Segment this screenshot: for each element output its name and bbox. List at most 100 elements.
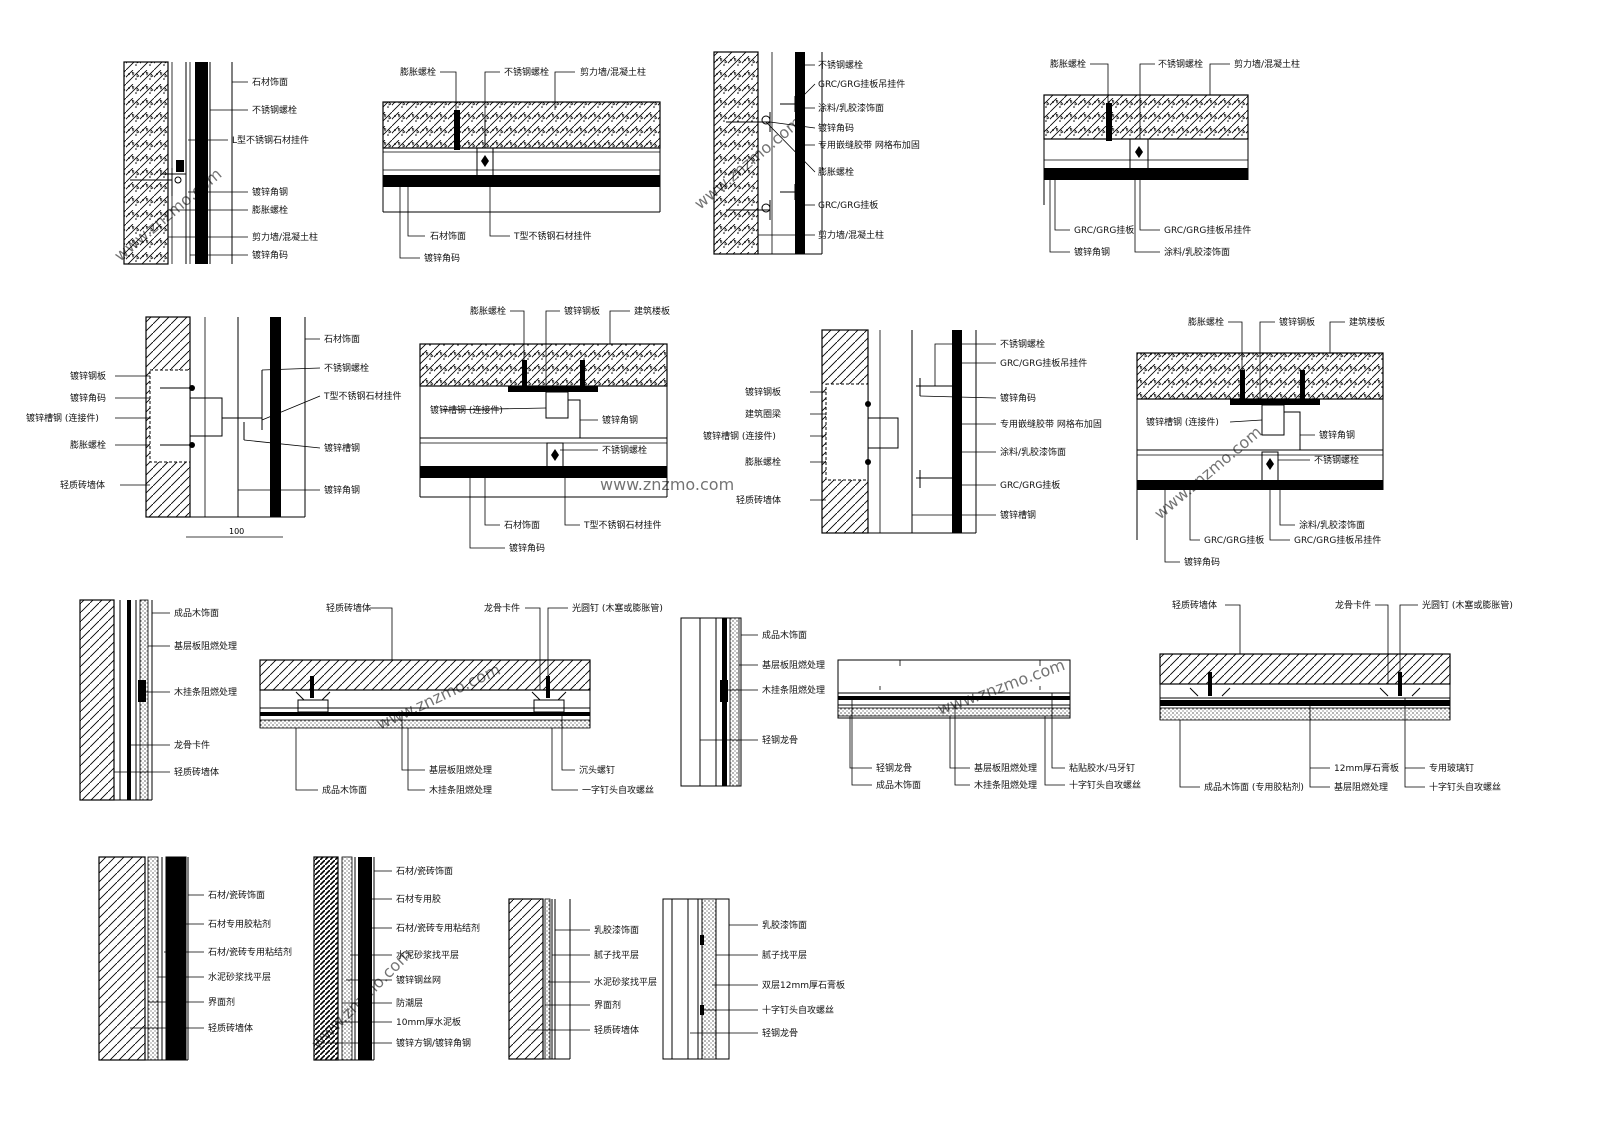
label: 龙骨卡件 [1335,599,1371,611]
label: 镀锌角钢 [252,186,288,198]
label: 轻质砖墙体 [60,479,105,491]
label: 膨胀螺栓 [818,166,854,178]
label: 石材饰面 [430,230,466,242]
label: GRC/GRG挂板吊挂件 [1294,534,1381,546]
label: 镀锌槽钢 (连接件) [26,412,99,424]
label: 不锈钢螺栓 [1000,338,1045,350]
label: 镀锌槽钢 (连接件) [703,430,776,442]
label: 乳胶漆饰面 [594,924,639,936]
leaders-d1 [168,81,248,256]
detail-stone-ceiling-horizontal-1 [382,101,661,213]
labels-d13: 轻质砖墙体 龙骨卡件 光圆钉 (木塞或膨胀管) 成品木饰面 (专用胶粘剂) 12… [1172,599,1513,793]
detail-grc-wall-vertical-2 [821,329,977,534]
detail-stone-wall-vertical-1 [123,61,233,265]
label: 镀锌角码 [818,122,854,134]
label: GRC/GRG挂板吊挂件 [1164,224,1251,236]
labels-d16: 乳胶漆饰面 腻子找平层 水泥砂浆找平层 界面剂 轻质砖墙体 [594,924,657,1036]
label: 专用嵌缝胶带 网格布加固 [818,139,920,151]
leaders-d8 [1164,321,1345,563]
labels-d1: 石材饰面 不锈钢螺栓 L型不锈钢石材挂件 镀锌角钢 膨胀螺栓 剪力墙/混凝土柱 … [232,76,318,261]
label: 10mm厚水泥板 [396,1016,461,1028]
leaders-d3 [758,64,816,236]
label: 不锈钢螺栓 [602,444,647,456]
label: 不锈钢螺栓 [818,59,863,71]
detail-wood-gypsum-ceiling [1159,653,1451,721]
label: 乳胶漆饰面 [762,919,807,931]
leaders-d10 [295,607,578,791]
label: 剪力墙/混凝土柱 [818,229,884,241]
label: 镀锌角码 [509,542,545,554]
label: 不锈钢螺栓 [1158,58,1203,70]
label: 轻钢龙骨 [876,762,912,774]
detail-grc-wall-vertical [713,51,823,255]
label: 基层阻燃处理 [1334,781,1388,793]
leaders-d15 [326,870,392,1044]
label: 镀锌角钢 [324,484,360,496]
label: 轻质砖墙体 [326,602,371,614]
label: 膨胀螺栓 [470,305,506,317]
watermark: www.znzmo.com [600,475,734,494]
leaders-d11 [700,634,758,741]
label: 镀锌槽钢 (连接件) [430,404,503,416]
labels-d15: 石材/瓷砖饰面 石材专用胶 石材/瓷砖专用粘结剂 水泥砂浆找平层 镀锌钢丝网 防… [396,865,480,1049]
labels-d2: 膨胀螺栓 不锈钢螺栓 剪力墙/混凝土柱 石材饰面 镀锌角码 T型不锈钢石材挂件 [400,66,646,264]
label: 专用玻璃钉 [1429,762,1474,774]
label: 12mm厚石膏板 [1334,762,1399,774]
labels-d8: 膨胀螺栓 镀锌钢板 建筑楼板 镀锌槽钢 (连接件) 镀锌角钢 不锈钢螺栓 涂料/… [1146,316,1385,568]
label: 轻质砖墙体 [736,494,781,506]
label: 镀锌钢板 [564,305,600,317]
label: 水泥砂浆找平层 [396,949,459,961]
labels-d4: 膨胀螺栓 不锈钢螺栓 剪力墙/混凝土柱 GRC/GRG挂板 GRC/GRG挂板吊… [1050,58,1300,258]
label: 涂料/乳胶漆饰面 [818,102,884,114]
label: GRC/GRG挂板 [818,199,878,211]
label: 镀锌钢板 [70,370,106,382]
label: 基层板阻燃处理 [174,640,237,652]
label: L型不锈钢石材挂件 [232,134,309,146]
label: 膨胀螺栓 [1050,58,1086,70]
detail-wood-wall-vertical [79,599,153,801]
label: GRC/GRG挂板吊挂件 [818,78,905,90]
detail-grc-ceiling-horizontal [1043,94,1249,205]
detail-stone-ceiling-horizontal-2 [419,343,668,498]
leaders-d16 [528,929,590,1031]
detail-paint-wall-vertical [508,898,571,1060]
leaders-d9 [114,612,170,773]
leaders-d4 [1049,63,1230,253]
labels-d17: 乳胶漆饰面 腻子找平层 双层12mm厚石膏板 十字钉头自攻螺丝 轻钢龙骨 [762,919,845,1039]
label: 一字钉头自攻螺丝 [582,784,654,796]
label: 腻子找平层 [762,949,807,961]
labels-d10: 轻质砖墙体 龙骨卡件 光圆钉 (木塞或膨胀管) 成品木饰面 基层板阻燃处理 木挂… [322,602,663,796]
label: 轻质砖墙体 [208,1022,253,1034]
label: T型不锈钢石材挂件 [513,230,592,242]
leaders-d17 [690,924,758,1034]
label: 双层12mm厚石膏板 [762,979,845,991]
labels-d5: 石材饰面 不锈钢螺栓 镀锌钢板 T型不锈钢石材挂件 镀锌角码 镀锌槽钢 (连接件… [26,333,402,496]
label: 成品木饰面 [174,607,219,619]
label: 建筑楼板 [1349,316,1385,328]
label: 腻子找平层 [594,949,639,961]
label: 石材专用胶粘剂 [208,918,271,930]
label: 轻质砖墙体 [594,1024,639,1036]
label: 成品木饰面 (专用胶粘剂) [1204,781,1304,793]
labels-d14: 石材/瓷砖饰面 石材专用胶粘剂 石材/瓷砖专用粘结剂 水泥砂浆找平层 界面剂 轻… [208,889,292,1034]
label: 膨胀螺栓 [252,204,288,216]
label: 不锈钢螺栓 [1314,454,1359,466]
label: 不锈钢螺栓 [504,66,549,78]
labels-d7: 不锈钢螺栓 GRC/GRG挂板吊挂件 镀锌钢板 镀锌角码 建筑圈梁 专用嵌缝胶带… [703,338,1102,521]
labels-d9: 成品木饰面 基层板阻燃处理 木挂条阻燃处理 龙骨卡件 轻质砖墙体 [174,607,237,778]
label: 膨胀螺栓 [1188,316,1224,328]
label: 镀锌角码 [424,252,460,264]
detail-wood-partition-horizontal [837,659,1071,719]
label: 木挂条阻燃处理 [429,784,492,796]
label: T型不锈钢石材挂件 [323,390,402,402]
label: 成品木饰面 [876,779,921,791]
label: 石材饰面 [324,333,360,345]
label: 镀锌钢板 [1279,316,1315,328]
leaders-d13 [1179,604,1425,788]
label: 建筑圈梁 [745,408,781,420]
label: 沉头螺钉 [579,765,615,776]
label: 专用嵌缝胶带 网格布加固 [1000,418,1102,430]
label: GRC/GRG挂板 [1204,534,1264,546]
label: 镀锌槽钢 [324,442,360,454]
label: 成品木饰面 [322,784,367,796]
